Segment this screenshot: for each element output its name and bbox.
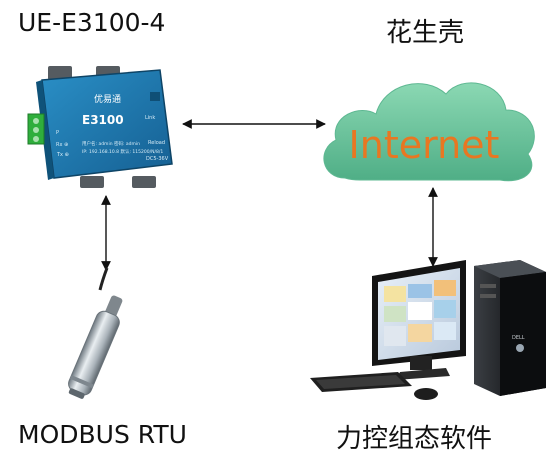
software-label: 力控组态软件 bbox=[336, 424, 493, 454]
pressure-sensor-illustration bbox=[68, 267, 123, 399]
device-mount-ear-bottom bbox=[80, 176, 104, 188]
device-label: UE-E3100-4 bbox=[18, 8, 166, 37]
computer-illustration bbox=[310, 260, 546, 400]
device-illustration bbox=[27, 66, 173, 188]
device-mount-ear-top bbox=[48, 66, 72, 80]
mouse bbox=[414, 388, 438, 400]
device-body bbox=[41, 69, 173, 179]
device-side-right-2: DC5-36V bbox=[146, 156, 169, 162]
device-side-right-1: Reload bbox=[148, 140, 165, 146]
monitor-brand: DELL bbox=[512, 335, 525, 341]
device-side-left-0: P bbox=[56, 130, 59, 136]
device-side-right-0: Link bbox=[145, 115, 155, 121]
ethernet-port-icon bbox=[150, 92, 160, 101]
device-side-left-2: Tx ⊕ bbox=[56, 152, 69, 158]
monitor-stand bbox=[396, 368, 450, 380]
sensor-label: MODBUS RTU bbox=[18, 420, 187, 449]
device-side-left-1: Rx ⊕ bbox=[56, 142, 68, 148]
device-model: E3100 bbox=[82, 113, 124, 127]
device-info-line2: IP: 192.168.10.8 默认: 115200/N/8/1 bbox=[82, 148, 163, 155]
power-button-icon bbox=[516, 344, 524, 352]
sensor-cable bbox=[98, 267, 109, 291]
internet-text: Internet bbox=[349, 123, 500, 167]
sensor-body bbox=[68, 310, 120, 396]
cloud-service-label: 花生壳 bbox=[386, 18, 465, 48]
device-info-line1: 用户名: admin 密码: admin bbox=[82, 140, 140, 147]
device-brand: 优易通 bbox=[94, 93, 121, 105]
cloud-shape bbox=[323, 82, 535, 182]
